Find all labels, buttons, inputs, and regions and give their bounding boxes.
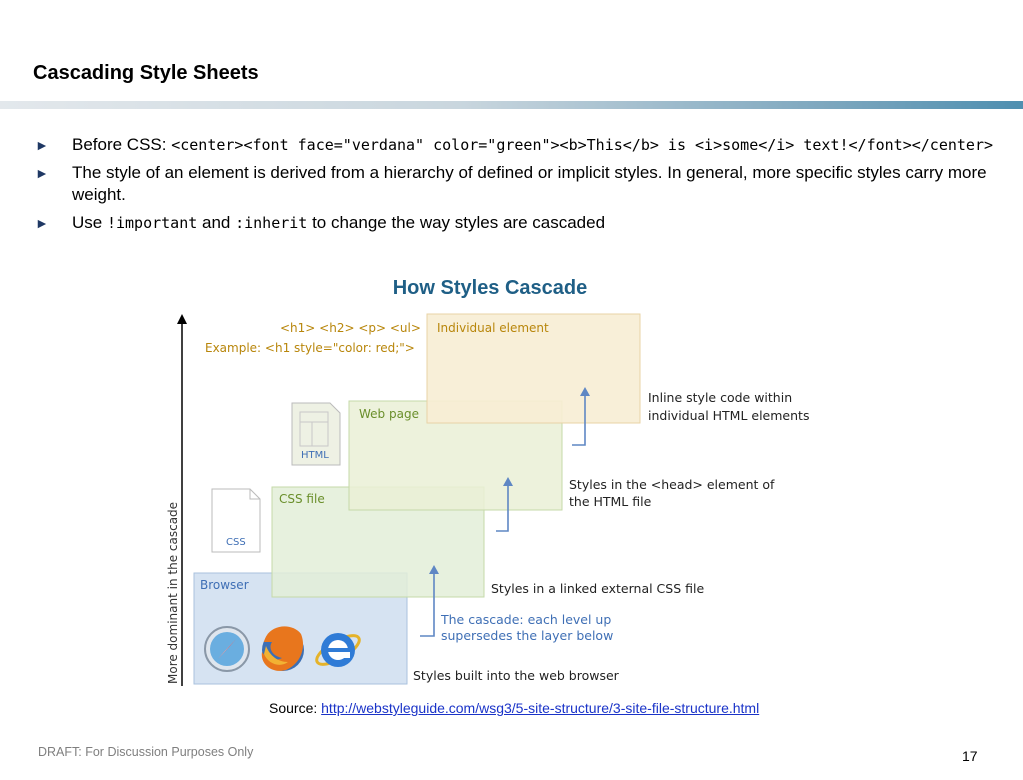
source-label: Source:: [269, 700, 322, 716]
inline-annotation-line2: individual HTML elements: [648, 408, 809, 423]
arrow-head-icon: [429, 565, 439, 574]
cascade-annotation-line2: supersedes the layer below: [441, 628, 613, 643]
cascade-annotation-line1: The cascade: each level up: [440, 612, 611, 627]
bullet-arrow-icon: ►: [35, 165, 49, 181]
web-page-layer-label: Web page: [359, 407, 419, 421]
title-divider: [0, 101, 1023, 109]
figure-title: How Styles Cascade: [392, 277, 588, 299]
cascade-arrow-css-to-web: [496, 484, 509, 532]
bullet-hierarchy: ► The style of an element is derived fro…: [35, 162, 995, 206]
source-citation: Source: http://webstyleguide.com/wsg3/5-…: [269, 700, 759, 716]
cascade-arrow-browser-to-css: [420, 572, 435, 637]
inherit-code: :inherit: [235, 214, 308, 232]
bullet-arrow-icon: ►: [35, 137, 49, 153]
bullet-arrow-icon: ►: [35, 215, 49, 231]
example-tags: <h1> <h2> <p> <ul>: [280, 321, 421, 335]
cascade-arrow-web-to-element: [572, 394, 586, 446]
bullet-list: ► Before CSS: <center><font face="verdan…: [35, 134, 995, 240]
bullet-text: The style of an element is derived from …: [72, 163, 987, 204]
css-document-icon: [211, 488, 261, 553]
external-css-annotation: Styles in a linked external CSS file: [491, 581, 704, 596]
inline-annotation-line1: Inline style code within: [648, 390, 792, 405]
slide-title: Cascading Style Sheets: [33, 62, 259, 84]
css-document-label: CSS: [226, 537, 246, 548]
html-document-label: HTML: [301, 450, 329, 461]
example-inline-style: Example: <h1 style="color: red;">: [205, 341, 415, 355]
bullet-before-css: ► Before CSS: <center><font face="verdan…: [35, 134, 995, 156]
internet-explorer-icon: [315, 633, 361, 667]
css-file-layer-label: CSS file: [279, 492, 325, 506]
arrow-head-icon: [503, 477, 513, 486]
bullet-text-mid: and: [197, 213, 236, 232]
source-link[interactable]: http://webstyleguide.com/wsg3/5-site-str…: [321, 700, 760, 716]
browser-layer-label: Browser: [200, 578, 249, 592]
draft-notice: DRAFT: For Discussion Purposes Only: [38, 745, 254, 759]
page-number: 17: [962, 748, 978, 764]
firefox-icon: [261, 626, 304, 671]
important-code: !important: [106, 214, 198, 232]
cascade-arrows: [420, 394, 586, 637]
individual-element-layer-label: Individual element: [437, 321, 549, 335]
bullet-text-after: to change the way styles are cascaded: [307, 213, 606, 232]
legacy-html-code: <center><font face="verdana" color="gree…: [171, 136, 994, 154]
cascade-diagram: More dominant in the cascade Browser CSS…: [166, 313, 809, 686]
individual-element-layer: [426, 313, 641, 424]
bullet-important-inherit: ► Use !important and :inherit to change …: [35, 212, 995, 234]
html-document-icon: [291, 402, 341, 466]
head-annotation-line1: Styles in the <head> element of: [569, 477, 775, 492]
head-annotation-line2: the HTML file: [569, 494, 652, 509]
bullet-text-before: Use: [72, 213, 107, 232]
browser-annotation: Styles built into the web browser: [413, 668, 620, 683]
safari-icon: [204, 626, 250, 672]
axis-arrow-icon: [177, 314, 187, 324]
axis-label: More dominant in the cascade: [166, 502, 180, 684]
bullet-prefix: Before CSS:: [72, 135, 172, 154]
arrow-head-icon: [580, 387, 590, 396]
